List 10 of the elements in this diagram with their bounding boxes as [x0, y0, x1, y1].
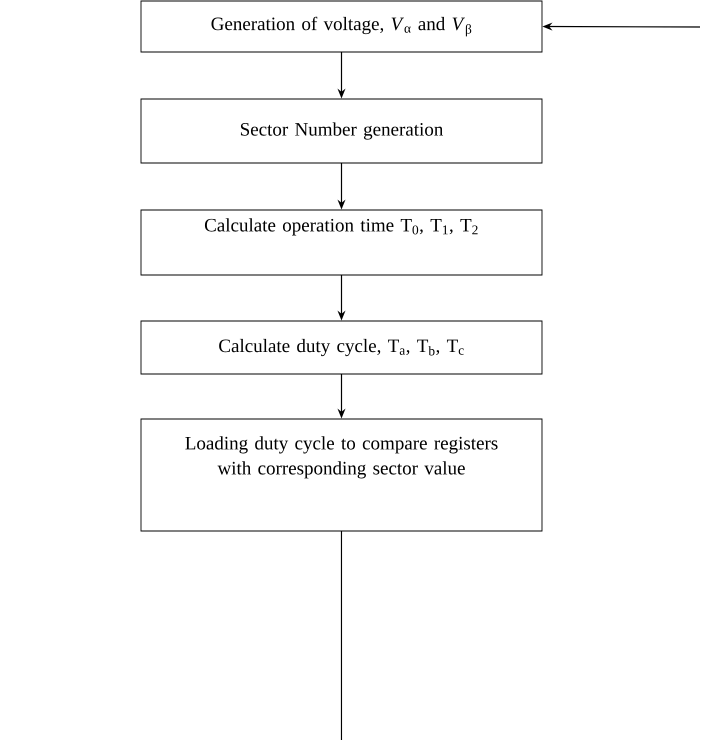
process-box [140, 98, 542, 164]
process-box [140, 210, 542, 276]
box-label: Sector Number generation [240, 122, 444, 140]
box-label: Calculate operation time T$_{0}$, T$_{1}$, T$_{2}$ [204, 218, 478, 236]
process-box [140, 320, 542, 374]
box-label: Generation of voltage, V$_{α}$ and V$_{β}$ [211, 16, 472, 36]
process-box [140, 418, 542, 532]
process-box [140, 0, 542, 52]
box-label: Calculate duty cycle, T$_{a}$, T$_{b}$, T$_{c}$ [219, 338, 464, 356]
box-label: Loading duty cycle to compare registers with corresponding sector value [185, 436, 498, 478]
